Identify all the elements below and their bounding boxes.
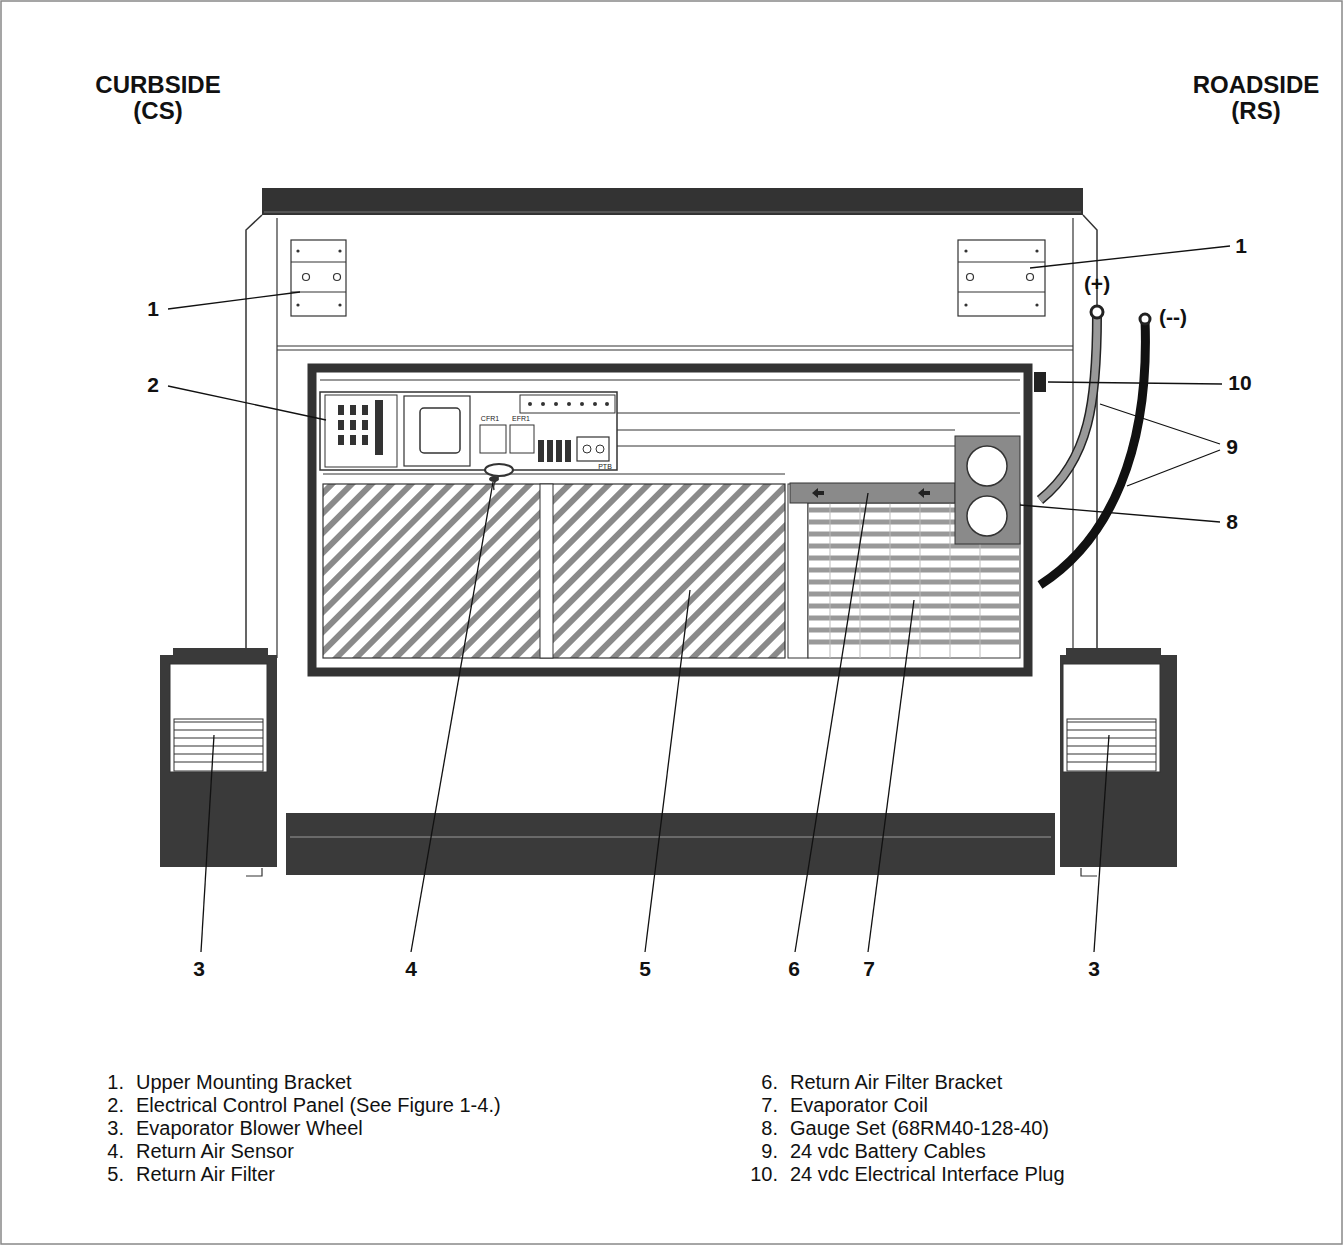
callout-number: 4 [405,957,417,980]
callout-number: 2 [147,373,159,396]
legend-number: 7. [761,1094,778,1116]
side-heading: CURBSIDE (CS) [95,72,220,125]
side-heading: ROADSIDE (RS) [1193,72,1320,125]
legend-text: 24 vdc Electrical Interface Plug [790,1163,1065,1185]
legend-text: Return Air Sensor [136,1140,294,1162]
callout-number: 10 [1228,371,1251,394]
callout-number: 8 [1226,510,1238,533]
callout-number: 6 [788,957,800,980]
callout-number: 5 [639,957,651,980]
legend-number: 9. [761,1140,778,1162]
component-tag: PTB [598,463,612,471]
legend-number: 2. [107,1094,124,1116]
legend-text: Evaporator Blower Wheel [136,1117,363,1139]
legend-text: Return Air Filter Bracket [790,1071,1002,1093]
callout-number: 1 [1235,234,1247,257]
legend-text: Gauge Set (68RM40-128-40) [790,1117,1049,1139]
component-tag: EFR1 [512,415,530,423]
callout-number: 1 [147,297,159,320]
legend-number: 5. [107,1163,124,1185]
legend-text: Return Air Filter [136,1163,275,1185]
legend-text: Evaporator Coil [790,1094,928,1116]
legend-number: 1. [107,1071,124,1093]
legend-text: 24 vdc Battery Cables [790,1140,986,1162]
component-tag: CFR1 [481,415,499,423]
legend-number: 8. [761,1117,778,1139]
callout-number: 3 [193,957,205,980]
polarity-mark: (--) [1159,305,1187,328]
polarity-mark: (+) [1084,272,1110,295]
callout-number: 3 [1088,957,1100,980]
legend-text: Upper Mounting Bracket [136,1071,352,1093]
legend-number: 6. [761,1071,778,1093]
legend-text: Electrical Control Panel (See Figure 1-4… [136,1094,501,1116]
callout-number: 7 [863,957,875,980]
callout-number: 9 [1226,435,1238,458]
legend-number: 10. [750,1163,778,1185]
legend-number: 4. [107,1140,124,1162]
legend-number: 3. [107,1117,124,1139]
